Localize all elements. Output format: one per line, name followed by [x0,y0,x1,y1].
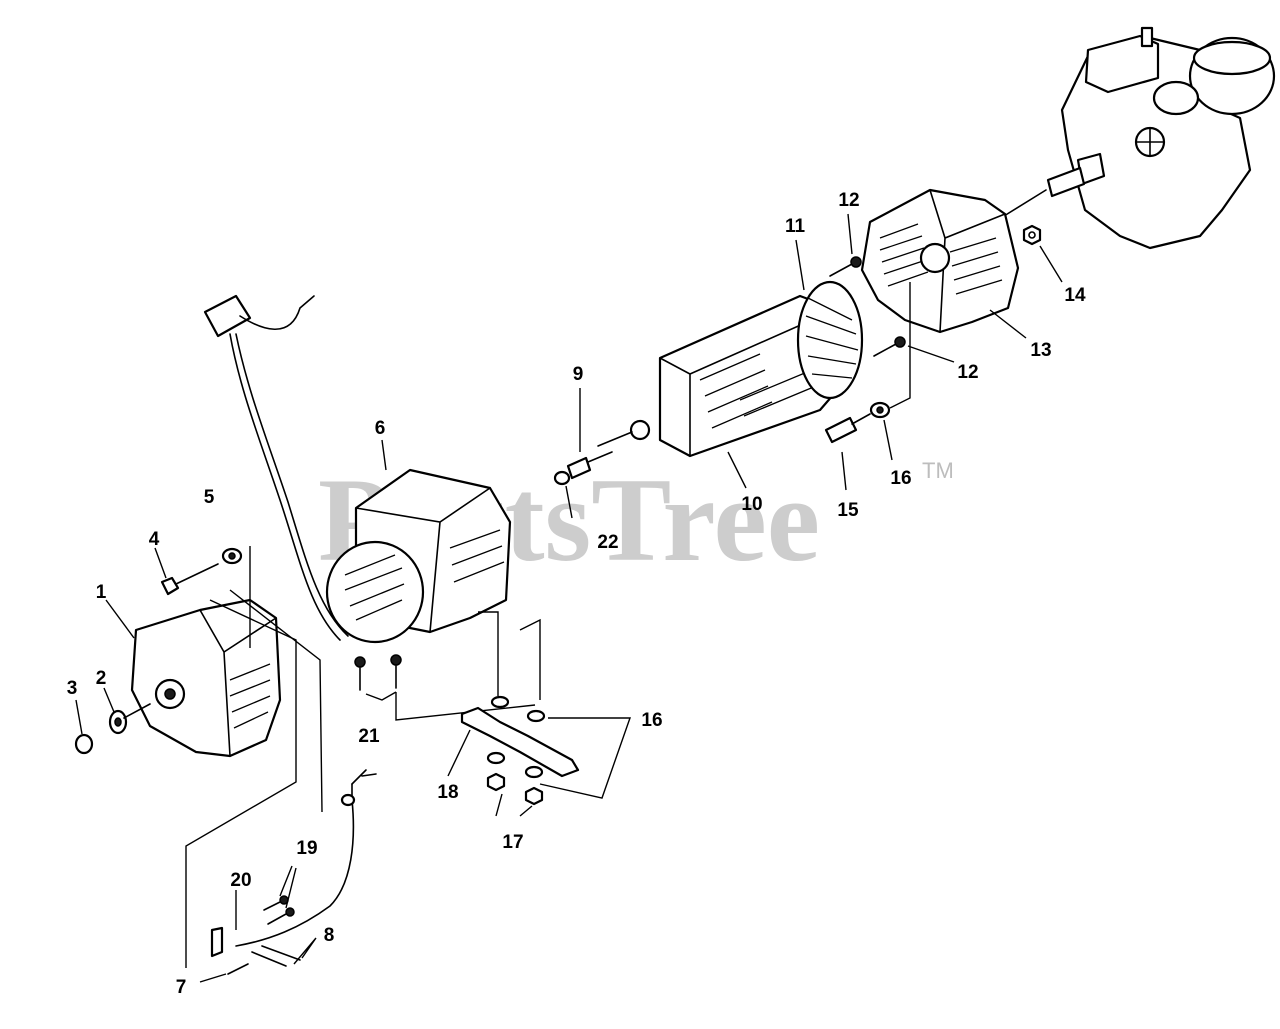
part-9-through-bolt [566,451,613,480]
callout-22: 22 [597,532,618,553]
part-12-bolt-lower [873,336,906,357]
leader-line-13b [989,309,1027,339]
leader-line-22 [565,485,573,519]
part-3-cap [74,733,94,755]
leader-line-21-to-bracket [395,692,536,721]
stator-wire-harness [203,294,349,641]
leader-line-7 [199,973,227,983]
part-6-stator [325,468,512,644]
leader-line-14 [1039,245,1063,283]
leader-line-4 [154,547,167,579]
part-16-washers-bracket [486,695,546,779]
callout-2: 2 [96,668,107,689]
callout-6: 6 [375,418,386,439]
callout-5: 5 [204,487,215,508]
callout-11: 11 [785,216,806,237]
callout-16-right: 16 [890,468,911,489]
leader-line-8 [293,937,317,965]
leader-line-12a [847,213,853,255]
callout-1: 1 [96,582,107,603]
shaft-line [123,703,151,719]
part-2-bearing [108,709,128,735]
callout-19: 19 [296,838,317,859]
ground-wire [235,769,377,947]
callout-8: 8 [324,925,335,946]
callout-9: 9 [573,364,584,385]
leader-line-6-bracket-2 [519,618,541,700]
engine [1003,26,1276,250]
callout-16-bracket: 16 [641,710,662,731]
leader-line-1 [185,599,297,968]
leader-line-16-right [883,419,893,461]
part-14-nut [1022,224,1042,246]
part-12-bolt-upper [829,256,862,277]
callout-20: 20 [230,870,251,891]
part-21-bolts [354,654,402,691]
part-11-fan [796,280,864,400]
leader-line-1-label [105,599,135,639]
leader-line-11 [795,239,805,291]
part-4-bolt [160,563,219,596]
leader-line-18 [447,729,471,777]
leader-line-17 [495,793,533,817]
leader-line-16-bracket [539,717,631,799]
leader-line-21 [365,691,397,701]
part-5-washer [221,547,243,565]
leader-line-2 [103,687,115,713]
callout-10: 10 [741,494,762,515]
leader-line-19 [279,865,297,909]
callout-21: 21 [358,726,380,747]
callout-18: 18 [437,782,458,803]
leader-line-1b [229,589,323,813]
part-20-terminal-bracket [210,926,224,958]
leader-line-15 [841,451,847,491]
part-8-terminals [251,945,301,967]
leader-line-10 [727,451,747,489]
callout-4: 4 [149,529,160,550]
leader-line-13 [889,282,911,409]
callout-14: 14 [1064,285,1086,306]
callout-12-lower: 12 [957,362,978,383]
callout-15: 15 [837,500,859,521]
part-1-rear-bearing-carrier [130,598,282,758]
watermark-trademark: TM [922,458,954,483]
callout-labels: 1 2 3 4 5 6 7 8 9 10 11 12 12 13 14 15 1… [67,190,1086,998]
leader-line-6 [381,439,387,471]
part-16-washer-right [869,401,891,419]
leader-line-6-bracket [478,611,499,696]
callout-3: 3 [67,678,78,699]
leader-line-3 [75,699,83,735]
leader-line-12b [907,345,955,363]
callout-7: 7 [176,977,187,998]
callout-12-upper: 12 [838,190,859,211]
part-22-washer [553,470,571,486]
part-15-bolt [824,413,871,444]
part-7-wire-end [227,963,249,975]
callout-13: 13 [1030,340,1051,361]
part-19-screws [263,895,295,925]
part-13-adapter-housing [860,188,1020,334]
callout-17: 17 [502,832,523,853]
part-17-nuts [486,772,544,806]
part-18-mounting-bracket [460,706,580,778]
